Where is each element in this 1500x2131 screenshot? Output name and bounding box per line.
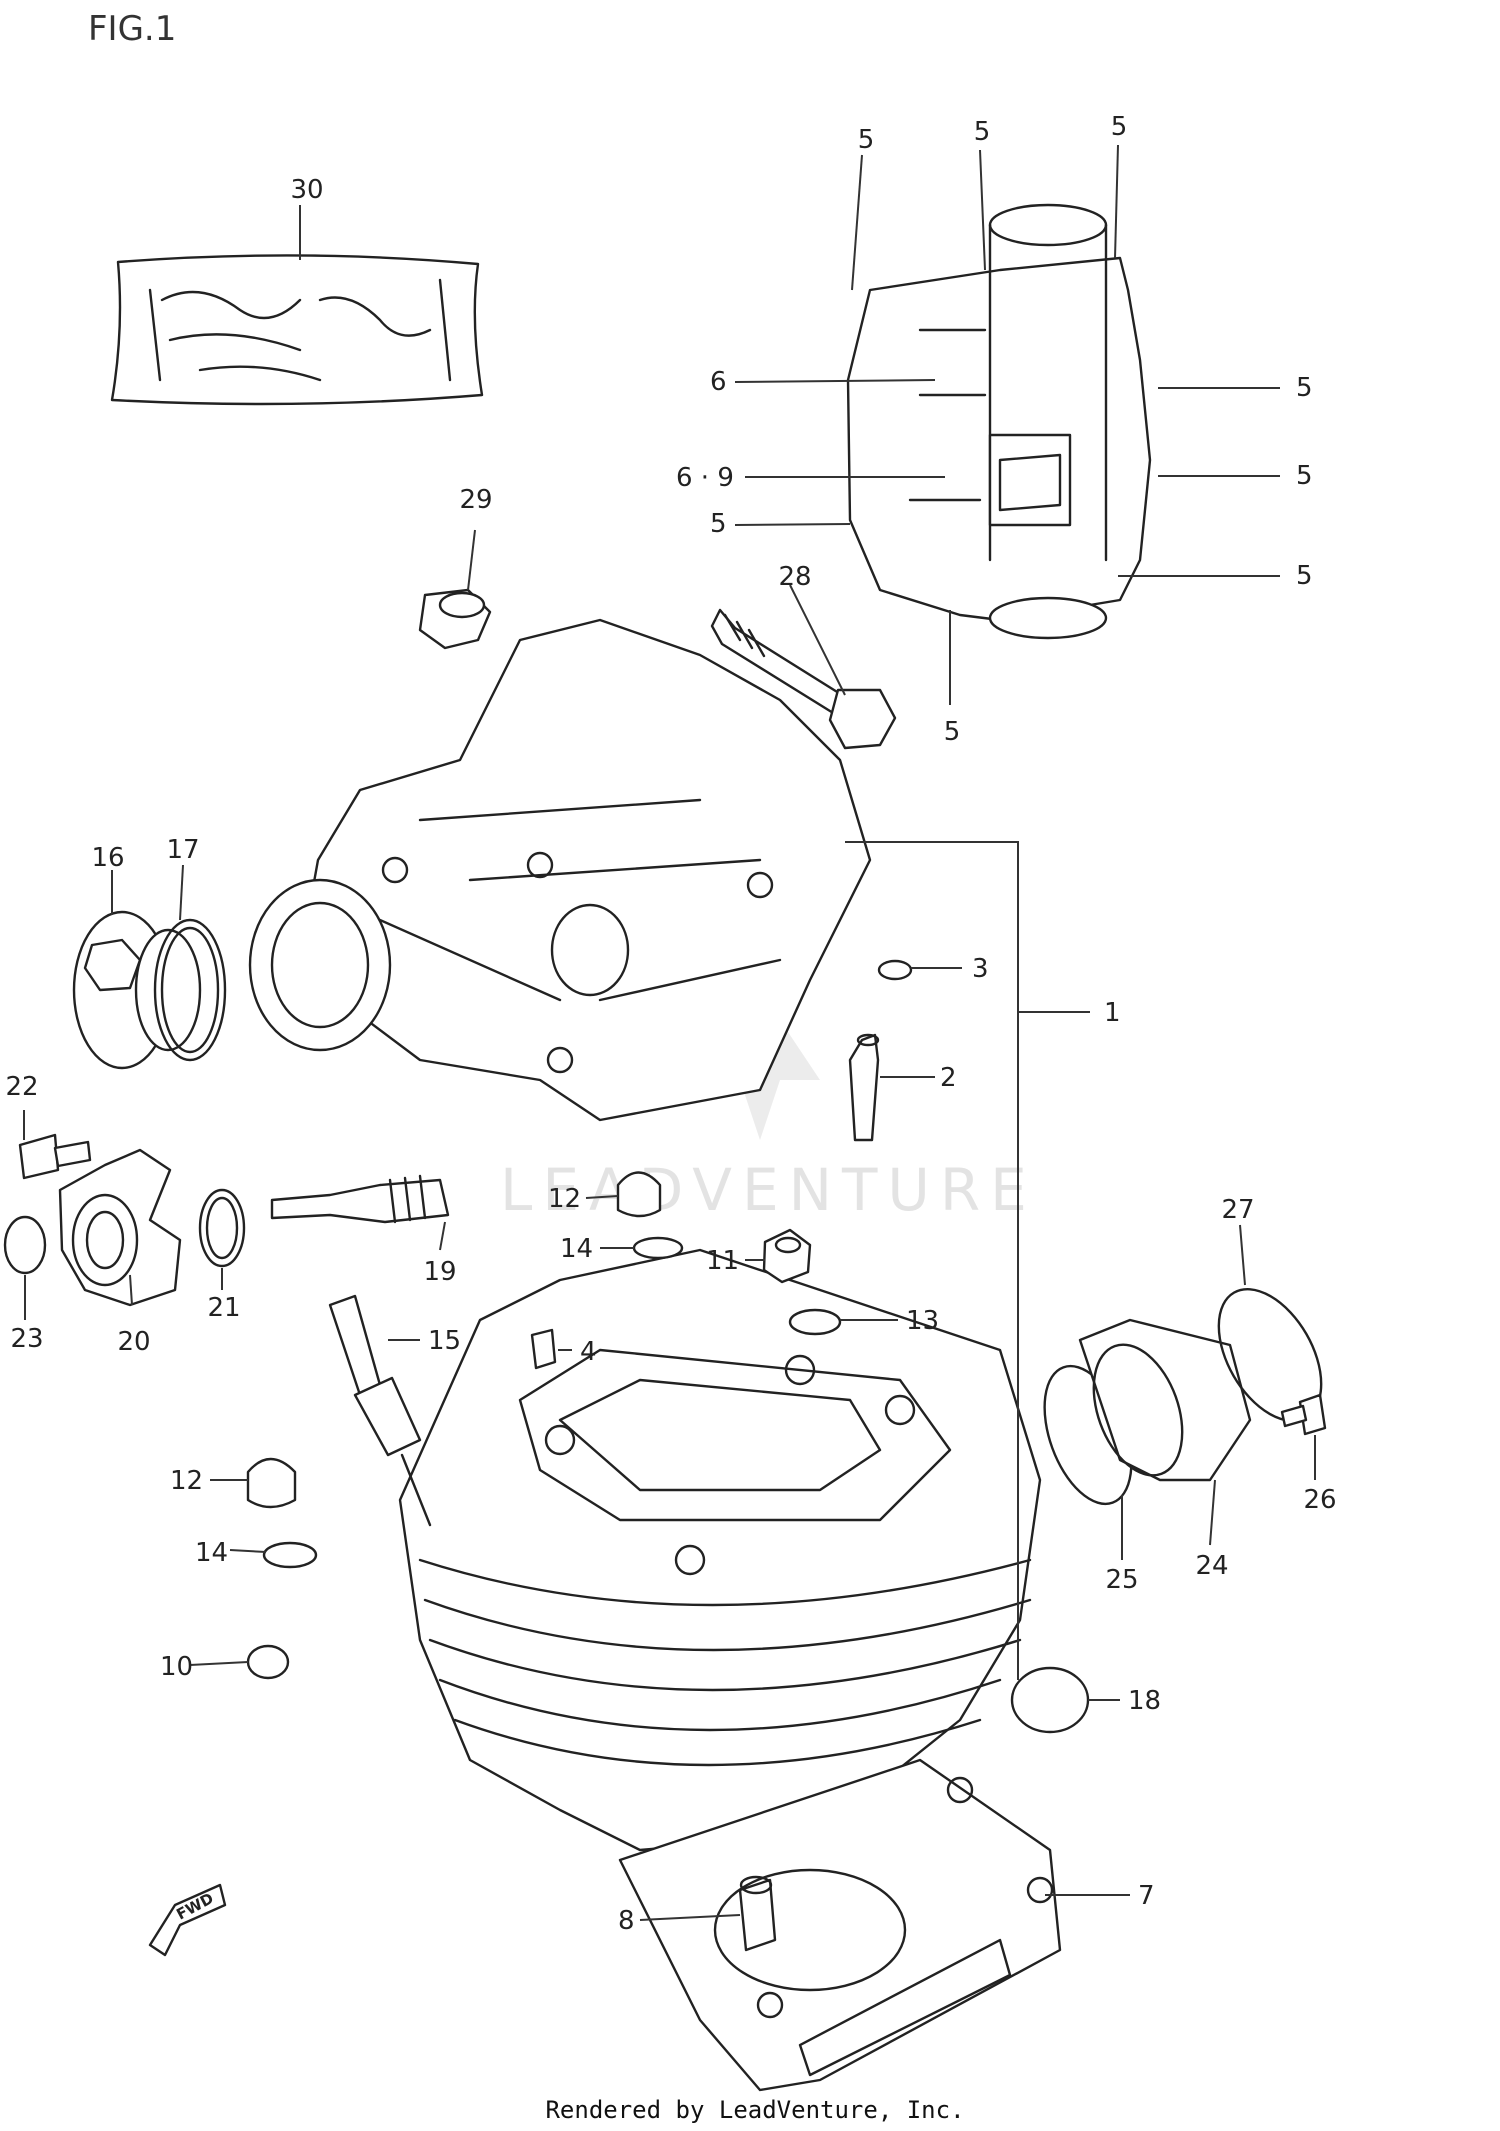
callout-13: 13 bbox=[906, 1306, 939, 1336]
part-18-cap bbox=[1010, 1666, 1090, 1734]
part-21-gasket bbox=[198, 1188, 246, 1268]
callout-15: 15 bbox=[428, 1326, 461, 1356]
callout-5-b: 5 bbox=[974, 117, 991, 147]
part-14-washer-lower bbox=[262, 1541, 318, 1569]
callout-18: 18 bbox=[1128, 1686, 1161, 1716]
figure-title: FIG.1 bbox=[88, 9, 176, 49]
callout-29: 29 bbox=[459, 485, 492, 515]
callout-5-g: 5 bbox=[710, 509, 727, 539]
callout-11: 11 bbox=[706, 1246, 739, 1276]
part-14-washer-upper bbox=[632, 1236, 684, 1260]
callout-10: 10 bbox=[160, 1652, 193, 1682]
part-13-washer bbox=[788, 1308, 842, 1336]
callout-23: 23 bbox=[10, 1324, 43, 1354]
part-10-plug bbox=[246, 1644, 290, 1680]
part-20-tensioner-body bbox=[58, 1148, 182, 1307]
part-16-filler-cap bbox=[72, 910, 202, 1070]
cylinder bbox=[398, 1248, 1042, 1852]
callout-30: 30 bbox=[290, 175, 323, 205]
callout-5-c: 5 bbox=[1111, 112, 1128, 142]
part-4-dowel-pin bbox=[530, 1328, 557, 1370]
callout-5-d: 5 bbox=[1296, 373, 1313, 403]
part-15-spark-plug bbox=[328, 1294, 432, 1527]
callout-5-f: 5 bbox=[1296, 561, 1313, 591]
callout-16: 16 bbox=[91, 843, 124, 873]
callout-21: 21 bbox=[207, 1293, 240, 1323]
callout-27: 27 bbox=[1221, 1195, 1254, 1225]
part-12-cap-upper bbox=[616, 1171, 662, 1218]
callout-7: 7 bbox=[1138, 1881, 1155, 1911]
callout-26: 26 bbox=[1303, 1485, 1336, 1515]
callout-labels: 30 29 28 5 5 5 5 5 5 5 5 6 6 · 9 3 1 2 1… bbox=[5, 112, 1336, 1936]
part-7-cylinder-gasket bbox=[618, 1758, 1062, 2092]
leader-lines bbox=[23, 144, 1316, 1921]
callout-12-b: 12 bbox=[170, 1466, 203, 1496]
part-29-nut bbox=[418, 588, 492, 650]
callout-24: 24 bbox=[1195, 1551, 1228, 1581]
part-30-gasket-set bbox=[110, 254, 484, 406]
callout-19: 19 bbox=[423, 1257, 456, 1287]
callout-14-b: 14 bbox=[195, 1538, 228, 1568]
part-17-o-ring bbox=[153, 918, 227, 1062]
callout-3: 3 bbox=[972, 954, 989, 984]
callout-5-e: 5 bbox=[1296, 461, 1313, 491]
callout-17: 17 bbox=[166, 835, 199, 865]
part-8-dowel bbox=[738, 1875, 777, 1952]
part-12-cap-lower bbox=[246, 1457, 297, 1509]
callout-14-a: 14 bbox=[560, 1234, 593, 1264]
part-3-o-ring bbox=[877, 959, 913, 981]
callout-5-h: 5 bbox=[944, 717, 961, 747]
part-11-nut bbox=[762, 1228, 812, 1284]
callout-12-a: 12 bbox=[548, 1184, 581, 1214]
callout-6-9: 6 · 9 bbox=[676, 463, 734, 493]
part-28-bolt bbox=[710, 608, 897, 750]
cylinder-head bbox=[248, 618, 872, 1122]
callout-2: 2 bbox=[940, 1063, 957, 1093]
part-19-spark-guide bbox=[270, 1174, 450, 1224]
callout-8: 8 bbox=[618, 1906, 635, 1936]
part-2-valve-guide bbox=[848, 1033, 880, 1142]
cylinder-head-cover bbox=[846, 203, 1152, 640]
part-23-plug bbox=[3, 1215, 47, 1275]
forward-arrow-icon: FWD bbox=[148, 1883, 227, 1957]
callout-22: 22 bbox=[5, 1072, 38, 1102]
callout-28: 28 bbox=[778, 562, 811, 592]
callout-6: 6 bbox=[710, 367, 727, 397]
part-22-bolt bbox=[18, 1133, 92, 1180]
footer-credit: Rendered by LeadVenture, Inc. bbox=[545, 2096, 964, 2124]
part-24-intake-pipe bbox=[1078, 1318, 1252, 1482]
watermark-text: LEADVENTURE bbox=[500, 1156, 1037, 1224]
callout-5-a: 5 bbox=[858, 125, 875, 155]
part-26-bolt bbox=[1280, 1393, 1327, 1436]
callout-1: 1 bbox=[1104, 998, 1121, 1028]
callout-25: 25 bbox=[1105, 1565, 1138, 1595]
callout-4: 4 bbox=[580, 1337, 597, 1367]
callout-20: 20 bbox=[117, 1327, 150, 1357]
